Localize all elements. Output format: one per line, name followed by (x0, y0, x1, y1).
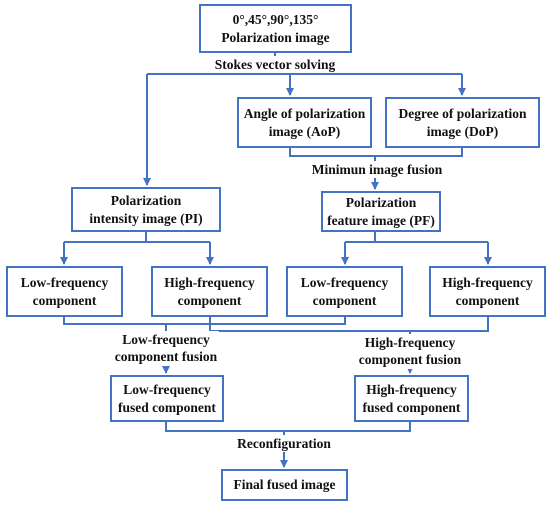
node-pf: Polarization feature image (PF) (321, 191, 441, 232)
node-text-line: fused component (362, 399, 461, 415)
node-text-line: Low-frequency (123, 382, 211, 398)
label-high-frequency-fusion: High-frequency component fusion (356, 334, 464, 369)
node-text-line: component (312, 292, 377, 308)
node-text-line: fused component (118, 399, 216, 415)
label-text-line: Minimun image fusion (311, 162, 443, 177)
node-dop: Degree of polarization image (DoP) (385, 97, 540, 148)
node-text-line: Degree of polarization (398, 106, 527, 122)
node-text-line: Final fused image (233, 477, 336, 493)
node-text-line: intensity image (PI) (89, 210, 203, 226)
node-pf-low-frequency: Low-frequency component (286, 266, 403, 317)
node-aop: Angle of polarization image (AoP) (237, 97, 372, 148)
node-pi-high-frequency: High-frequency component (151, 266, 268, 317)
node-text-line: 0°,45°,90°,135° (232, 12, 319, 28)
wire-fused-merge (165, 422, 411, 432)
node-final-fused-image: Final fused image (221, 469, 348, 501)
label-text-line: Stokes vector solving (214, 57, 336, 72)
node-pf-high-frequency: High-frequency component (429, 266, 546, 317)
node-pi-low-frequency: Low-frequency component (6, 266, 123, 317)
node-text-line: component (32, 292, 97, 308)
node-pi: Polarization intensity image (PI) (71, 187, 221, 232)
node-text-line: feature image (PF) (327, 212, 435, 228)
node-text-line: High-frequency (164, 275, 255, 291)
label-text-line: Reconfiguration (237, 436, 331, 451)
label-low-frequency-fusion: Low-frequency component fusion (112, 331, 220, 366)
node-high-frequency-fused: High-frequency fused component (354, 375, 469, 422)
node-text-line: image (AoP) (268, 123, 341, 139)
node-text-line: Low-frequency (20, 275, 109, 291)
label-text-line: High-frequency (364, 335, 456, 350)
label-stokes-vector-solving: Stokes vector solving (212, 56, 338, 74)
label-text-line: Low-frequency (122, 332, 210, 347)
label-minimum-image-fusion: Minimun image fusion (309, 161, 445, 179)
wire-low-merge (63, 317, 346, 325)
node-text-line: image (DoP) (426, 123, 499, 139)
label-text-line: component fusion (358, 352, 462, 368)
node-text-line: Polarization image (221, 29, 330, 45)
node-text-line: component (455, 292, 520, 308)
node-text-line: High-frequency (366, 382, 457, 398)
node-polarization-image: 0°,45°,90°,135° Polarization image (199, 4, 352, 53)
wire-high-merge (209, 317, 489, 332)
node-text-line: component (177, 292, 242, 308)
label-reconfiguration: Reconfiguration (235, 435, 333, 453)
node-low-frequency-fused: Low-frequency fused component (110, 375, 224, 422)
node-text-line: Polarization (110, 193, 182, 209)
node-text-line: High-frequency (442, 275, 533, 291)
node-text-line: Angle of polarization (243, 106, 366, 122)
node-text-line: Polarization (345, 195, 417, 211)
wire-aop-dop-merge (289, 148, 463, 157)
label-text-line: component fusion (114, 349, 218, 365)
node-text-line: Low-frequency (300, 275, 389, 291)
